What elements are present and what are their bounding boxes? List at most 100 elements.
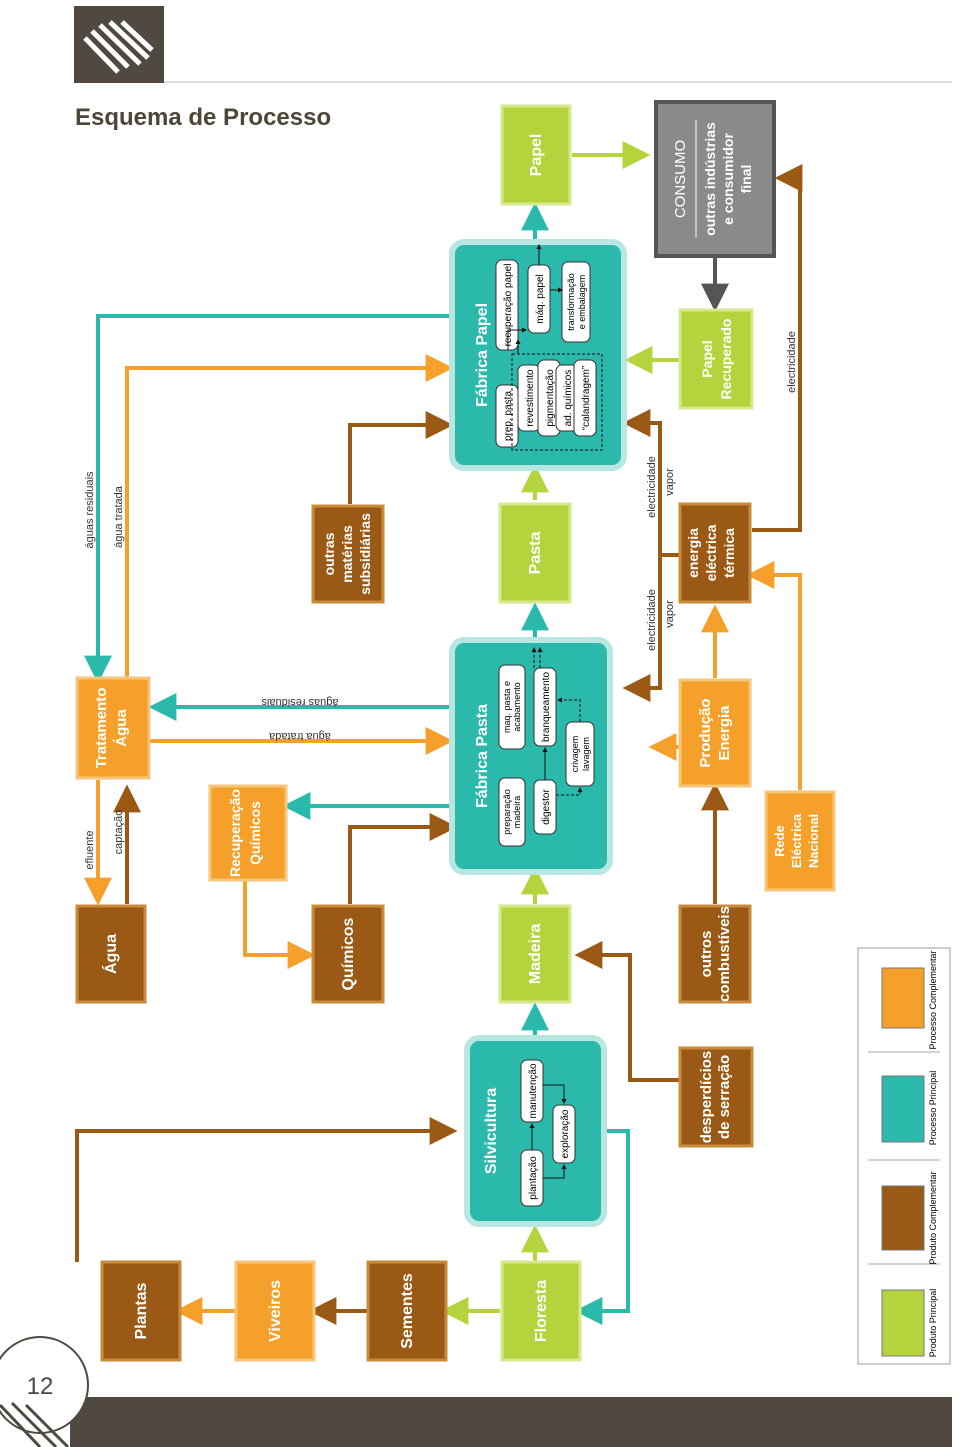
- svg-text:maq. pasta e: maq. pasta e: [502, 681, 512, 733]
- svg-text:Pasta: Pasta: [527, 532, 544, 575]
- svg-text:Recuperado: Recuperado: [718, 319, 734, 400]
- label-aguas-residuais-2: águas residuais: [261, 696, 339, 708]
- label-agua-tratada: água tratada: [113, 485, 125, 548]
- block-fabrica-papel: Fábrica Papel prep. pasta recuperação pa…: [449, 239, 627, 471]
- svg-text:subsidiárias: subsidiárias: [357, 513, 373, 595]
- svg-text:Papel: Papel: [699, 340, 715, 377]
- desperdicios-label-2: de serração: [716, 1055, 733, 1139]
- svg-text:Fábrica Papel: Fábrica Papel: [474, 303, 491, 407]
- svg-text:lavagem: lavagem: [581, 737, 591, 771]
- svg-text:e consumidor: e consumidor: [720, 133, 736, 225]
- label-aguas-residuais: águas residuais: [84, 471, 96, 549]
- svg-text:Água: Água: [113, 709, 130, 747]
- label-vapor-1: vapor: [664, 600, 676, 628]
- svg-text:outros: outros: [698, 931, 715, 978]
- footer-stripes: [0, 1401, 70, 1447]
- quimicos-label: Químicos: [340, 917, 357, 990]
- svg-text:pigmentação: pigmentação: [545, 369, 556, 427]
- legend: Produto Principal Produto Complementar P…: [857, 947, 951, 1365]
- connector-labels: efluente captação águas residuais água t…: [84, 331, 798, 869]
- box-quimicos: Químicos: [311, 904, 385, 1004]
- svg-text:combustíveis: combustíveis: [716, 906, 733, 1002]
- label-electricidade-1: electricidade: [646, 589, 658, 651]
- svg-text:Rede: Rede: [772, 825, 787, 857]
- svg-text:outras indústrias: outras indústrias: [702, 122, 718, 236]
- svg-text:revestimento: revestimento: [525, 369, 536, 427]
- svg-text:crivagem: crivagem: [570, 736, 580, 773]
- svg-text:transformação: transformação: [566, 273, 576, 331]
- svg-text:final: final: [738, 165, 754, 194]
- svg-text:outras: outras: [321, 532, 337, 575]
- silv-manutencao: manutenção: [528, 1063, 539, 1118]
- box-pasta: Pasta: [498, 502, 572, 604]
- box-floresta: Floresta: [500, 1260, 582, 1362]
- box-producao-energia: Produção Energia: [678, 678, 752, 788]
- svg-text:branqueamento: branqueamento: [541, 672, 552, 742]
- box-tratamento-agua: Tratamento Água: [75, 676, 151, 780]
- box-papel: Papel: [500, 104, 572, 206]
- box-papel-recuperado: Papel Recuperado: [678, 308, 754, 410]
- logo-stripes: [83, 20, 154, 74]
- legend-produto-principal: Produto Principal: [928, 1289, 938, 1358]
- svg-text:térmica: térmica: [721, 528, 737, 578]
- viveiros-label: Viveiros: [267, 1280, 284, 1342]
- svg-text:“calandragem”: “calandragem”: [581, 366, 592, 430]
- svg-text:prep. pasta: prep. pasta: [503, 391, 514, 441]
- svg-text:eléctrica: eléctrica: [703, 524, 719, 581]
- label-efluente: efluente: [84, 830, 96, 869]
- legend-produto-complementar: Produto Complementar: [928, 1171, 938, 1264]
- fabrica-pasta-title: Fábrica Pasta: [474, 704, 491, 808]
- box-recuperacao-quimicos: Recuperação Químicos: [208, 784, 288, 882]
- box-agua: Água: [75, 904, 147, 1004]
- footer-bar: [70, 1397, 952, 1447]
- desperdicios-label: desperdícios: [698, 1051, 715, 1144]
- box-outras-materias: outras matérias subsidiárias: [311, 504, 385, 604]
- svg-text:recuperação papel: recuperação papel: [503, 264, 514, 347]
- sementes-label: Sementes: [399, 1273, 416, 1349]
- svg-text:Eléctrica: Eléctrica: [789, 813, 804, 868]
- box-energia: energia eléctrica térmica: [678, 502, 752, 604]
- box-consumo: CONSUMO outras indústrias e consumidor f…: [654, 100, 776, 258]
- connectors: [75, 141, 803, 1325]
- svg-text:CONSUMO: CONSUMO: [672, 140, 689, 218]
- svg-text:Energia: Energia: [716, 705, 733, 761]
- floresta-label: Floresta: [533, 1280, 550, 1342]
- box-outros-combustiveis: outros combustíveis: [678, 904, 752, 1004]
- agua-label: Água: [101, 934, 120, 974]
- silv-plantacao: plantação: [528, 1156, 539, 1200]
- box-desperdicios: desperdícios de serração: [678, 1046, 754, 1148]
- svg-text:Recuperação: Recuperação: [227, 789, 243, 877]
- label-captacao: captação: [113, 810, 125, 855]
- block-fabrica-pasta: Fábrica Pasta preparação madeira maq. pa…: [449, 637, 613, 875]
- label-electricidade-3: electricidade: [786, 331, 798, 393]
- svg-text:madeira: madeira: [512, 796, 522, 829]
- svg-text:máq. papel: máq. papel: [535, 274, 546, 323]
- svg-text:Produção: Produção: [697, 698, 714, 767]
- label-vapor-2: vapor: [664, 468, 676, 496]
- block-silvicultura: Silvicultura plantação manutenção explor…: [464, 1035, 607, 1227]
- box-sementes: Sementes: [366, 1260, 448, 1362]
- plantas-label: Plantas: [133, 1282, 150, 1339]
- legend-processo-principal: Processo Principal: [928, 1071, 938, 1146]
- legend-processo-complementar: Processo Complementar: [928, 950, 938, 1049]
- svg-text:Tratamento: Tratamento: [93, 688, 110, 769]
- silv-exploracao: exploração: [560, 1109, 571, 1158]
- madeira-label: Madeira: [527, 924, 544, 985]
- label-electricidade-2: electricidade: [646, 456, 658, 518]
- box-rede-electrica: Rede Eléctrica Nacional: [764, 790, 836, 892]
- svg-text:preparação: preparação: [502, 789, 512, 835]
- silvicultura-title: Silvicultura: [483, 1088, 500, 1174]
- box-viveiros: Viveiros: [234, 1260, 316, 1362]
- box-madeira: Madeira: [498, 904, 572, 1004]
- svg-text:Nacional: Nacional: [806, 814, 821, 868]
- label-agua-tratada-2: água tratada: [268, 730, 331, 742]
- svg-text:Químicos: Químicos: [247, 801, 263, 865]
- svg-text:ad. químicos: ad. químicos: [563, 370, 574, 427]
- box-plantas: Plantas: [100, 1260, 182, 1362]
- page-title: Esquema de Processo: [75, 104, 332, 131]
- svg-text:Papel: Papel: [528, 134, 545, 177]
- svg-text:energia: energia: [685, 528, 701, 578]
- svg-text:matérias: matérias: [339, 525, 355, 583]
- svg-text:e embalagem: e embalagem: [577, 275, 587, 330]
